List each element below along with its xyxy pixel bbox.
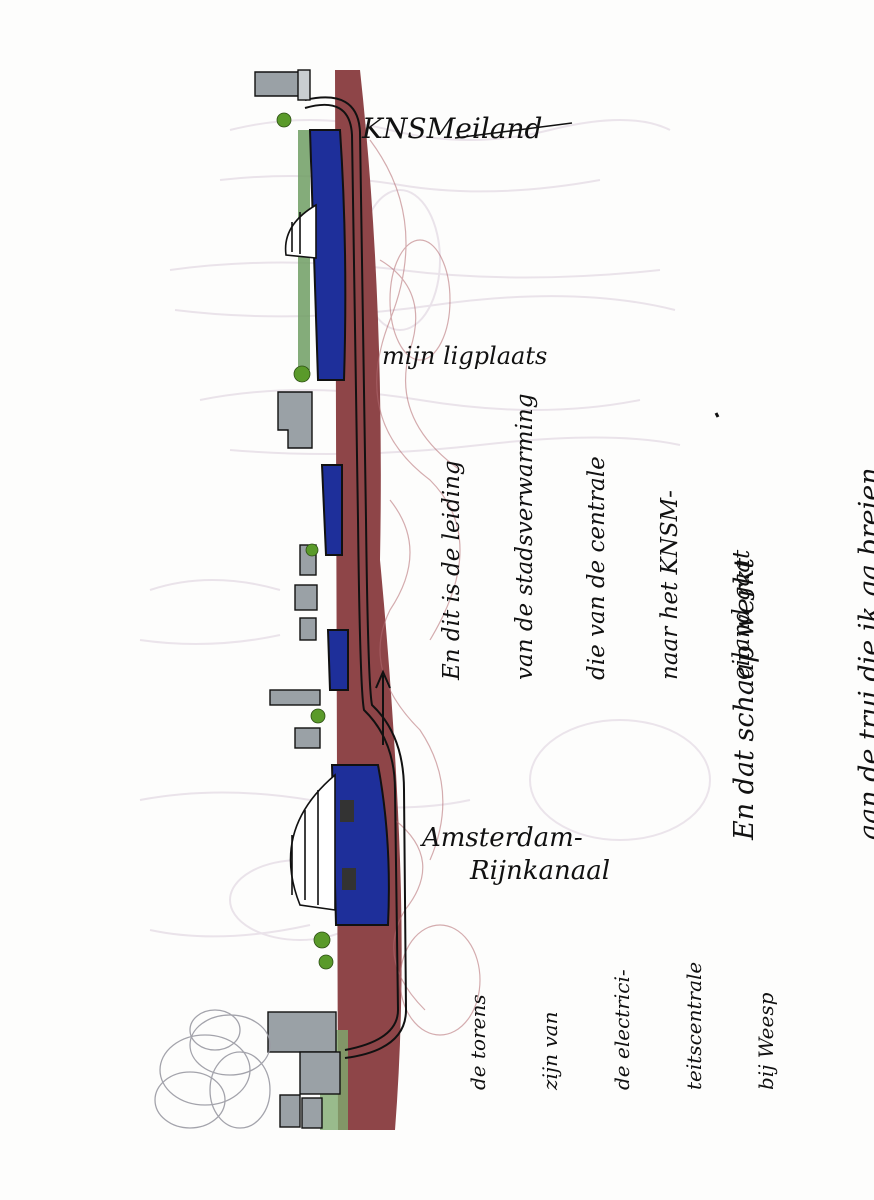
trui-line-2: aan de trui die ik ga breien.	[854, 458, 874, 840]
cooling-towers	[267, 1011, 337, 1053]
trees	[276, 112, 334, 970]
knsm-leader	[454, 122, 573, 139]
water-basin-canal	[330, 764, 390, 926]
trui-line-1: En dat schaap werkt	[728, 557, 760, 840]
torens-line-2: zijn van	[538, 1011, 562, 1090]
water-basin-1	[308, 129, 347, 381]
torens-line-4: teitscentrale	[682, 961, 706, 1090]
building-top	[254, 71, 301, 97]
leiding-line-3: die van de centrale	[584, 456, 611, 680]
label-ligplaats: mijn ligplaats	[382, 342, 548, 370]
label-kanaal: Amsterdam- Rijnkanaal	[422, 822, 610, 887]
smoke-scribble	[154, 1009, 271, 1129]
crayon-scribble	[369, 139, 481, 1036]
leiding-line-1: En dit is de leiding	[439, 460, 466, 680]
kanaal-line-1: Amsterdam-	[422, 823, 583, 853]
bridge-pylons	[340, 800, 356, 890]
bridges	[284, 203, 336, 911]
torens-line-1: de torens	[466, 994, 490, 1090]
label-trui: En dat schaap werkt aan de trui die ik g…	[640, 459, 874, 840]
label-knsm-eiland: KNSMeiland	[362, 112, 543, 145]
torens-line-3: de electrici-	[610, 969, 634, 1090]
leiding-line-2: van de stadsverwarming	[511, 393, 538, 680]
building-mid	[277, 391, 313, 449]
kanaal-line-2: Rijnkanaal	[470, 855, 611, 886]
water-basin-3	[326, 629, 349, 691]
pipe-arrow	[375, 669, 391, 745]
building-tall	[269, 689, 321, 706]
torens-line-5: bij Weesp	[754, 992, 778, 1090]
heating-pipe	[304, 96, 408, 1059]
label-torens: de torens zijn van de electrici- teitsce…	[418, 962, 826, 1090]
buildings	[254, 69, 341, 1129]
water-basin-2	[320, 464, 343, 556]
bridge-canal	[289, 773, 336, 911]
